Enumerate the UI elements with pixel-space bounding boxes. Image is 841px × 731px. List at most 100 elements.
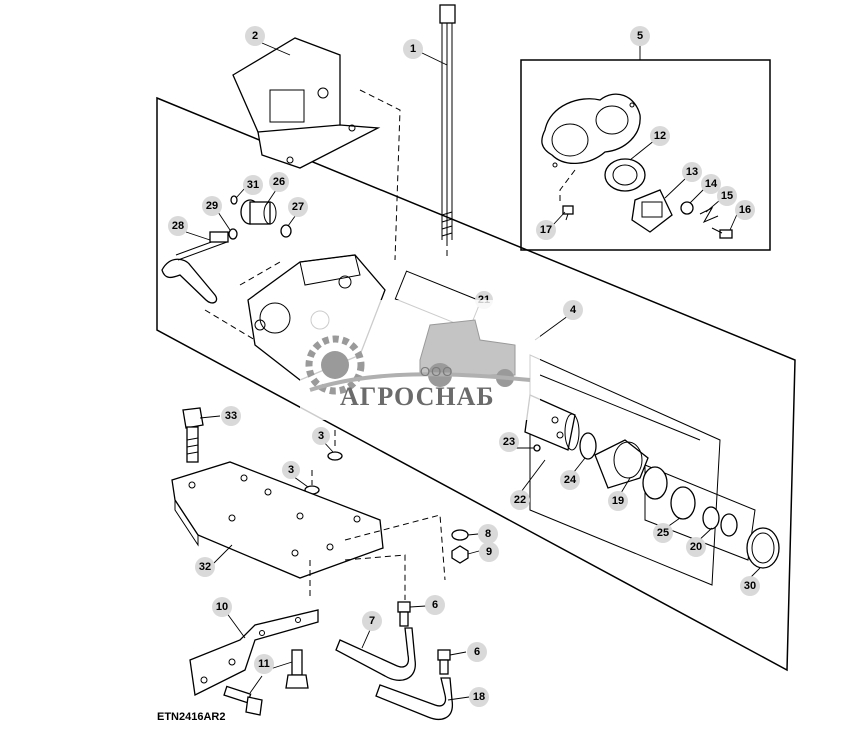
callout-3-upper: 3 [312,427,330,445]
o-ring-part-27 [280,224,292,238]
callout-27: 27 [288,197,308,217]
callout-31: 31 [243,175,263,195]
callout-23: 23 [499,432,519,452]
callout-label: 23 [503,436,515,448]
seal-part-20-a [702,506,720,530]
callout-label: 19 [612,495,624,507]
callout-3-lower: 3 [282,461,300,479]
snap-ring-part-25 [642,466,668,500]
callout-label: 9 [486,546,492,558]
seal-subassembly-plane [644,464,756,561]
callout-14: 14 [701,174,721,194]
callout-label: 16 [739,204,751,216]
fitting-part-6-upper [397,601,411,627]
o-ring-part-29 [228,228,238,240]
callout-13: 13 [682,162,702,182]
watermark-emblem [300,300,540,420]
callout-25: 25 [653,523,673,543]
watermark-logo: ООО АГРОСНАБ [300,300,540,420]
pin-part-23 [533,444,541,452]
seal-part-12 [604,158,646,192]
rod-part-1 [439,4,456,240]
lever-part-28 [161,231,229,304]
callout-label: 26 [273,176,285,188]
fitting-part-6-lower [437,649,451,675]
callout-label: 15 [721,190,733,202]
callout-label: 7 [369,615,375,627]
callout-29: 29 [202,196,222,216]
drawing-id-label: ETN2416AR2 [157,711,226,723]
callout-label: 6 [432,599,438,611]
callout-label: 1 [410,43,416,55]
callout-label: 10 [216,601,228,613]
callout-33: 33 [221,406,241,426]
callout-label: 29 [206,200,218,212]
callout-24: 24 [560,470,580,490]
callout-label: 20 [690,541,702,553]
callout-9: 9 [479,542,499,562]
seal-part-20-b [720,513,738,537]
nut-part-9 [451,545,469,564]
callout-label: 6 [474,646,480,658]
callout-16: 16 [735,200,755,220]
ring-part-30 [746,527,780,569]
callout-label: 3 [318,430,324,442]
callout-label: 13 [686,166,698,178]
callout-8: 8 [478,524,498,544]
callout-label: 3 [288,464,294,476]
bracket-part-2 [232,37,381,169]
callout-26: 26 [269,172,289,192]
callout-30: 30 [740,576,760,596]
inset-box-item-5 [520,59,771,251]
screw-part-16 [711,227,733,239]
callout-5: 5 [630,26,650,46]
callout-18: 18 [469,687,489,707]
callout-label: 11 [258,658,270,670]
callout-4: 4 [563,300,583,320]
callout-7: 7 [362,611,382,631]
callout-10: 10 [212,597,232,617]
callout-label: 28 [172,220,184,232]
bolt-part-11-vertical [285,649,309,689]
bracket-part-10 [189,609,319,696]
cover-part-13 [631,189,673,233]
callout-15: 15 [717,186,737,206]
main-assembly-plane [156,96,796,672]
watermark-company-form: ООО [420,364,454,379]
callout-label: 33 [225,410,237,422]
callout-label: 22 [514,494,526,506]
callout-label: 25 [657,527,669,539]
washer-part-8 [451,529,469,541]
callout-20: 20 [686,537,706,557]
o-ring-part-31 [230,195,238,205]
bolt-part-33 [182,407,204,463]
screw-part-17 [562,205,574,221]
callout-label: 2 [252,30,258,42]
callout-label: 17 [540,224,552,236]
callout-label: 30 [744,580,756,592]
washer-part-14 [680,201,694,215]
washer-part-3-top [327,451,343,461]
callout-label: 14 [705,178,718,190]
callout-6-upper: 6 [425,595,445,615]
watermark-company-name: АГРОСНАБ [340,382,495,411]
callout-label: 32 [199,561,211,573]
callout-32: 32 [195,557,215,577]
ring-part-25 [670,486,696,520]
callout-6-lower: 6 [467,642,487,662]
callout-22: 22 [510,490,530,510]
callout-11: 11 [254,654,274,674]
hose-part-18 [375,677,453,720]
callout-label: 31 [247,179,259,191]
plate-part-32 [171,461,384,579]
spring-pin-part-15 [699,206,719,224]
callout-28: 28 [168,216,188,236]
callout-label: 24 [564,474,577,486]
sleeve-part-19 [594,439,649,489]
bolt-part-11-horizontal [223,685,263,716]
callout-12: 12 [650,126,670,146]
valve-subassembly-plane [529,354,721,586]
callout-label: 18 [473,691,485,703]
ring-part-24 [579,432,597,460]
